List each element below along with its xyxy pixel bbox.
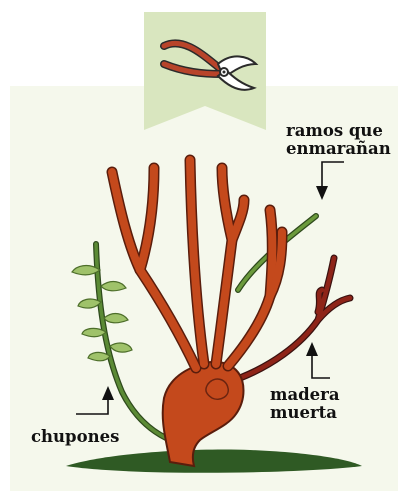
dead-wood-line2: muerta (270, 404, 340, 422)
suckers-label: chupones (31, 428, 119, 446)
tangled-branches-label: ramos que enmarañan (286, 122, 391, 158)
suckers-branch (72, 244, 166, 438)
tangled-branches-line1: ramos que (286, 122, 391, 140)
arrow-suckers (76, 386, 114, 414)
arrow-tangled (316, 162, 344, 200)
ground (66, 450, 362, 473)
dead-wood-label: madera muerta (270, 386, 340, 422)
tangled-branches-line2: enmarañan (286, 140, 391, 158)
arrow-dead-wood (306, 342, 330, 378)
dead-wood-line1: madera (270, 386, 340, 404)
